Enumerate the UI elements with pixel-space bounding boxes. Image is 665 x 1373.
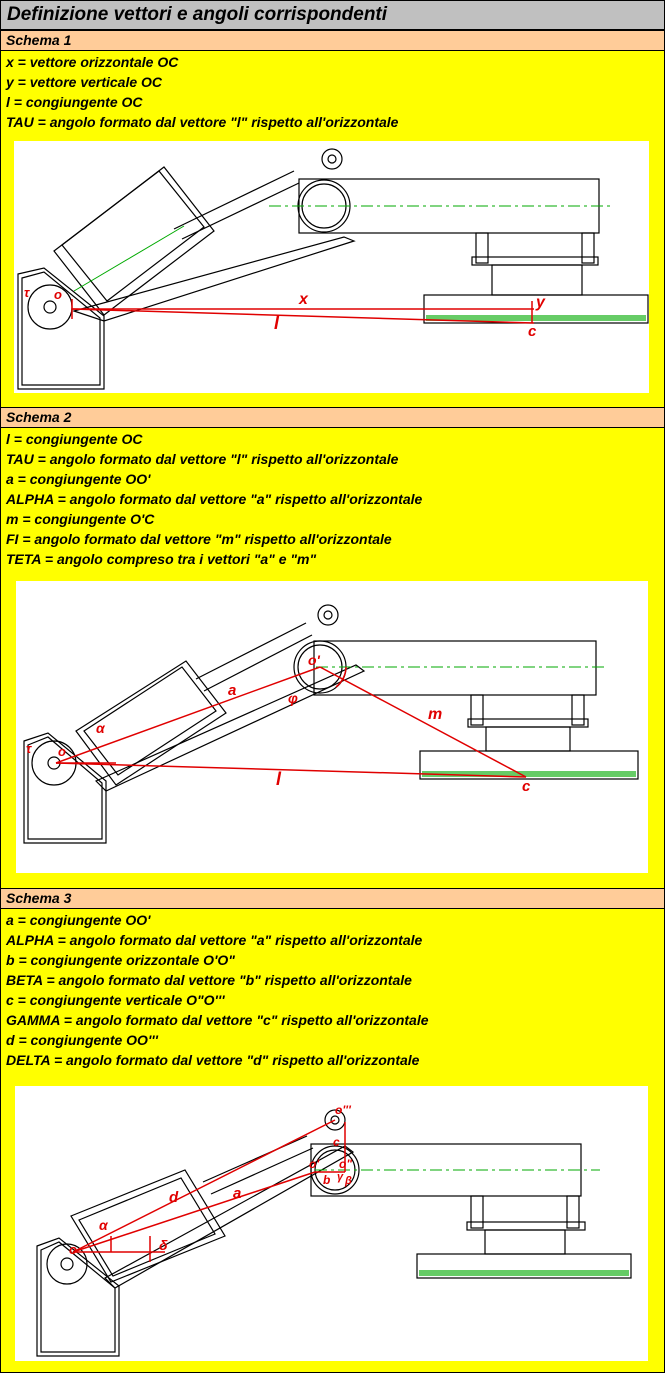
label-tau: τ: [24, 285, 30, 300]
label-y: y: [535, 294, 546, 311]
schema-3-definitions: a = congiungente OO' ALPHA = angolo form…: [1, 909, 664, 1070]
label-o-prime: o': [308, 652, 321, 668]
label-alpha: α: [99, 1217, 109, 1233]
definition-line: y = vettore verticale OC: [6, 74, 163, 90]
label-c: c: [522, 778, 531, 795]
label-alpha: α: [96, 720, 106, 736]
schema-2-diagram: τ o α a o' φ m l c: [23, 604, 639, 844]
schema-2-figure: τ o α a o' φ m l c: [16, 581, 648, 873]
definition-line: DELTA = angolo formato dal vettore "d" r…: [6, 1052, 420, 1068]
label-m: m: [428, 706, 442, 723]
schema-3-diagram: o α δ d a o''' c o' o" b γ β: [36, 1103, 632, 1357]
label-o-triple-prime: o''': [335, 1103, 352, 1117]
definition-line: b = congiungente orizzontale O'O": [6, 952, 235, 968]
definition-line: TAU = angolo formato dal vettore "l" ris…: [6, 451, 399, 467]
schema-3-figure: o α δ d a o''' c o' o" b γ β: [15, 1086, 648, 1361]
definition-line: TAU = angolo formato dal vettore "l" ris…: [6, 114, 399, 130]
definition-line: BETA = angolo formato dal vettore "b" ri…: [6, 972, 412, 988]
label-o: o: [58, 744, 66, 759]
definition-line: c = congiungente verticale O"O''': [6, 992, 225, 1008]
definition-line: d = congiungente OO''': [6, 1032, 158, 1048]
label-c: c: [528, 323, 537, 340]
definition-line: a = congiungente OO': [6, 471, 151, 487]
label-d: d: [169, 1189, 179, 1206]
schema-3-block: Schema 3 a = congiungente OO' ALPHA = an…: [1, 888, 664, 1070]
definition-line: ALPHA = angolo formato dal vettore "a" r…: [6, 491, 423, 507]
definition-line: m = congiungente O'C: [6, 511, 155, 527]
schema-1-diagram: τ o x y l c: [17, 148, 649, 390]
label-l: l: [274, 313, 280, 333]
definition-line: x = vettore orizzontale OC: [6, 54, 179, 70]
label-gamma: γ: [337, 1171, 344, 1183]
page-title: Definizione vettori e angoli corrisponde…: [1, 1, 664, 30]
label-o: o: [54, 287, 62, 302]
definition-line: ALPHA = angolo formato dal vettore "a" r…: [6, 932, 423, 948]
label-tau: τ: [26, 741, 32, 756]
label-o-double-prime: o": [339, 1157, 352, 1171]
definition-line: TETA = angolo compreso tra i vettori "a"…: [6, 551, 317, 567]
definition-line: l = congiungente OC: [6, 94, 143, 110]
label-beta: β: [344, 1175, 352, 1187]
label-b: b: [323, 1173, 330, 1187]
schema-2-block: Schema 2 l = congiungente OC TAU = angol…: [1, 407, 664, 569]
definition-line: a = congiungente OO': [6, 912, 151, 928]
definition-line: l = congiungente OC: [6, 431, 143, 447]
label-c: c: [333, 1135, 340, 1149]
label-phi: φ: [288, 690, 298, 706]
label-a: a: [228, 682, 236, 699]
label-x: x: [298, 291, 309, 308]
schema-1-heading: Schema 1: [1, 30, 664, 51]
label-o: o: [69, 1242, 77, 1257]
definition-line: FI = angolo formato dal vettore "m" risp…: [6, 531, 392, 547]
label-l: l: [276, 769, 282, 789]
schema-1-definitions: x = vettore orizzontale OC y = vettore v…: [1, 51, 664, 132]
label-delta: δ: [159, 1237, 168, 1253]
label-a: a: [233, 1185, 241, 1202]
definition-line: GAMMA = angolo formato dal vettore "c" r…: [6, 1012, 429, 1028]
label-o-prime: o': [309, 1157, 320, 1171]
schema-2-heading: Schema 2: [1, 407, 664, 428]
schema-3-heading: Schema 3: [1, 888, 664, 909]
schema-1-figure: τ o x y l c: [14, 141, 649, 393]
schema-2-definitions: l = congiungente OC TAU = angolo formato…: [1, 428, 664, 569]
